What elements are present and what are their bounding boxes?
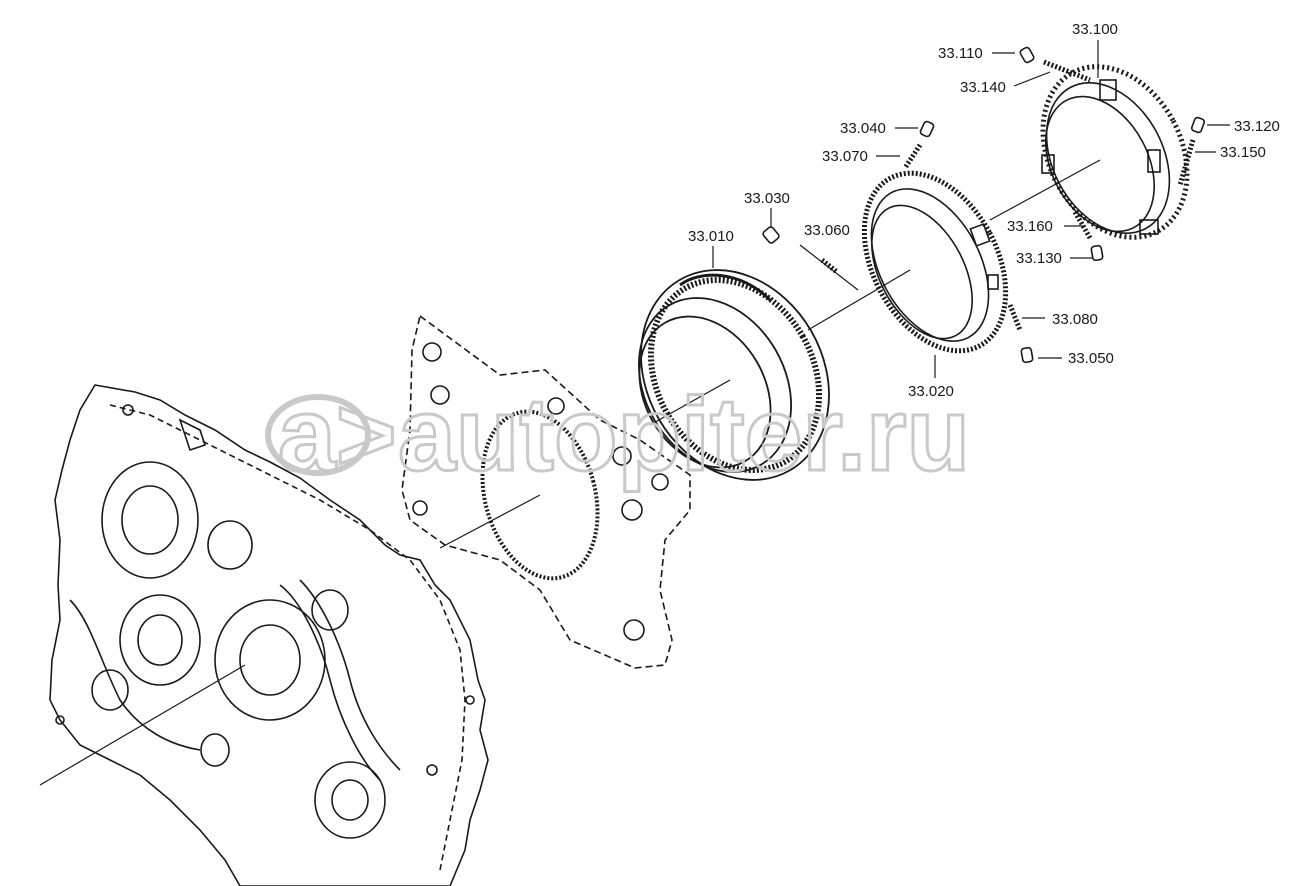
- spring-33-140: [1043, 59, 1091, 83]
- callout-33-120: 33.120: [1234, 118, 1280, 135]
- pin-33-110: [1019, 46, 1035, 64]
- callout-33-130: 33.130: [1016, 250, 1062, 267]
- watermark-text: autopiter.ru: [398, 377, 970, 493]
- callout-33-050: 33.050: [1068, 350, 1114, 367]
- callout-33-010: 33.010: [688, 228, 734, 245]
- pin-33-120: [1190, 116, 1206, 134]
- callout-33-140: 33.140: [960, 79, 1006, 96]
- ring-gear-33-010: [638, 269, 830, 481]
- callout-33-080: 33.080: [1052, 311, 1098, 328]
- callout-33-100: 33.100: [1072, 21, 1118, 38]
- callout-33-150: 33.150: [1220, 144, 1266, 161]
- spring-33-060: [820, 258, 839, 274]
- watermark: a> autopiter.ru: [265, 376, 972, 495]
- callout-33-030: 33.030: [744, 190, 790, 207]
- callout-33-020: 33.020: [908, 383, 954, 400]
- spring-33-160: [1072, 210, 1093, 240]
- pin-33-040: [919, 120, 935, 138]
- callout-33-070: 33.070: [822, 148, 868, 165]
- spring-33-150: [1177, 139, 1196, 186]
- callout-33-110: 33.110: [938, 45, 983, 62]
- gasket-plate: [401, 314, 691, 669]
- callout-labels: 33.100 33.110 33.140 33.120 33.150 33.040 33.0…: [688, 21, 1280, 400]
- transmission-housing: [49, 384, 489, 886]
- pin-33-050: [1020, 346, 1034, 364]
- spring-33-080: [1007, 304, 1023, 331]
- pin-33-030: [762, 226, 780, 244]
- callout-33-040: 33.040: [840, 120, 886, 137]
- watermark-logo: a>: [278, 377, 397, 493]
- callout-33-160: 33.160: [1007, 218, 1053, 235]
- synchro-ring-33-020: [861, 170, 1009, 354]
- leader-lines: [39, 40, 1230, 786]
- small-parts: [762, 46, 1206, 364]
- pin-33-130: [1090, 244, 1104, 262]
- callout-33-060: 33.060: [804, 222, 850, 239]
- spring-33-070: [902, 143, 923, 170]
